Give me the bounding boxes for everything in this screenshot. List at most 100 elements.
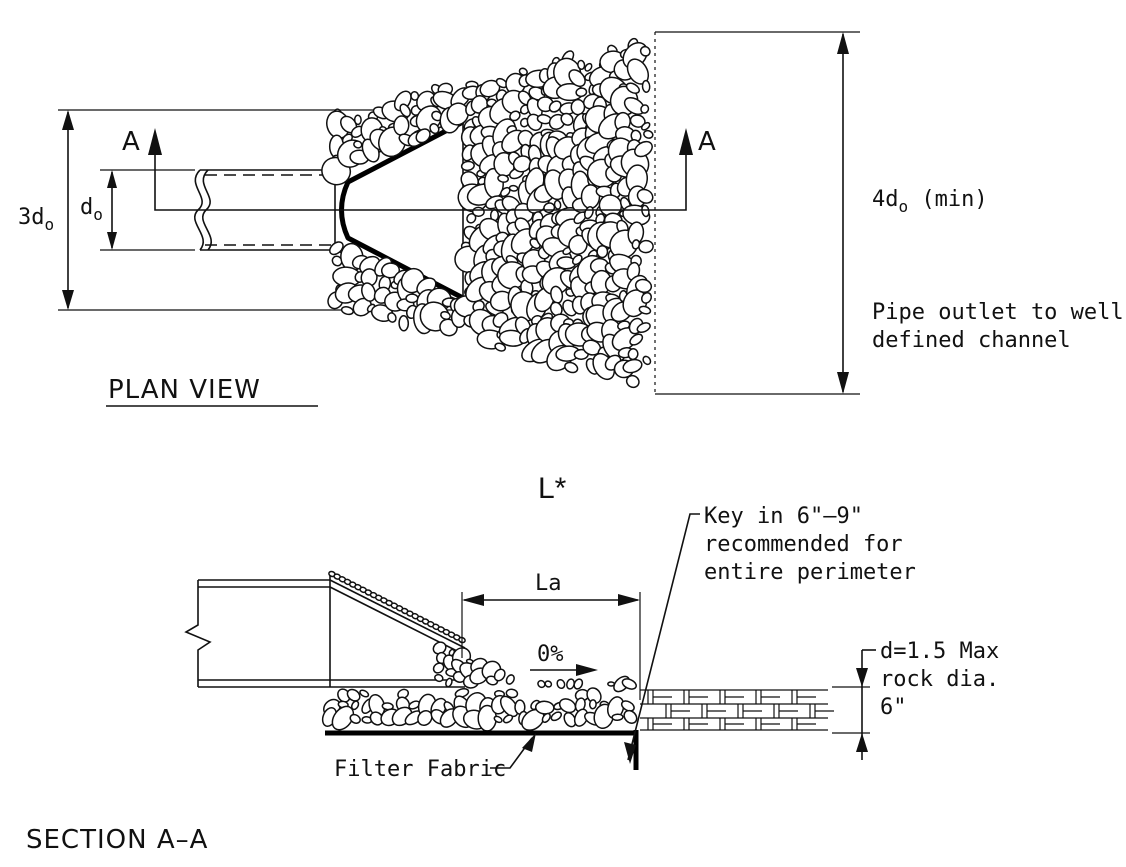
rock (634, 140, 653, 158)
rock (387, 312, 397, 323)
rock (570, 98, 586, 116)
rock (349, 713, 361, 724)
arrow-up (62, 110, 74, 130)
key-note-line-3: entire perimeter (704, 560, 916, 585)
rock (548, 100, 562, 113)
section-title: SECTION A–A (26, 825, 208, 855)
rock (399, 103, 411, 118)
rock (638, 305, 652, 315)
pipe-section (184, 575, 466, 688)
rock (499, 695, 519, 718)
section-marker-left: A (122, 127, 141, 157)
note-line-2: defined channel (872, 328, 1071, 353)
rock (434, 673, 444, 683)
section-cut-line: A A (122, 127, 717, 211)
rock (440, 310, 451, 321)
depth-note-line-3: 6" (880, 695, 907, 720)
rock (380, 262, 401, 279)
rock (497, 174, 510, 183)
rock (625, 374, 640, 389)
rock (537, 679, 546, 689)
rock (541, 712, 551, 723)
rock (641, 79, 651, 93)
filter-fabric-label: Filter Fabric (334, 757, 506, 782)
rock (432, 662, 445, 674)
flare-slope-top (329, 579, 466, 649)
section-marker-right: A (698, 127, 717, 157)
rock (361, 282, 376, 302)
key-note-line-2: recommended for (704, 532, 903, 557)
rock (636, 322, 651, 334)
rock (640, 121, 651, 131)
slope-indicator: 0% (530, 642, 598, 676)
arrow-left (462, 594, 484, 606)
rock (596, 244, 609, 259)
slope-label: 0% (537, 642, 564, 667)
rock (340, 306, 354, 316)
rock (568, 69, 586, 88)
plan-view-title: PLAN VIEW (108, 375, 261, 405)
rock (410, 90, 420, 101)
arrow-up (107, 170, 117, 188)
rock (405, 293, 419, 304)
filter-fabric-arrow (522, 733, 536, 752)
rock (584, 62, 593, 72)
rock (369, 711, 384, 726)
rock (622, 358, 643, 374)
rock (329, 241, 344, 256)
rock (350, 700, 360, 711)
rock (623, 709, 638, 724)
cut-arrow-left (148, 128, 162, 155)
channel-bed-hatch (640, 689, 834, 731)
rock (445, 677, 453, 688)
dim-la: La (461, 571, 641, 700)
riprap-section (321, 570, 638, 732)
riprap-apron-plan (321, 32, 656, 394)
rock (544, 680, 553, 688)
rock (643, 129, 654, 139)
rock (564, 361, 579, 374)
rock (640, 291, 653, 304)
rock (494, 342, 507, 352)
arrow-up-bottom (856, 733, 868, 752)
arrow-down (837, 372, 849, 394)
rock (509, 110, 521, 122)
depth-note-line-2: rock dia. (880, 667, 999, 692)
rock (417, 710, 433, 726)
rock (359, 689, 370, 698)
rock (415, 128, 431, 144)
rock (573, 678, 584, 690)
slope-arrow-head (576, 664, 598, 676)
rock (446, 102, 469, 126)
cut-line (154, 155, 687, 211)
rock (586, 687, 602, 704)
dim-4do-label: 4do (min) (872, 187, 988, 216)
rock (560, 112, 574, 126)
rock (534, 700, 555, 715)
section-view: La 0% Key in 6"–9" recommended for entir… (26, 504, 999, 855)
rock (508, 184, 519, 192)
rock (398, 315, 410, 332)
rock (621, 678, 637, 690)
rock (353, 140, 363, 149)
key-note-line-1: Key in 6"–9" (704, 504, 863, 529)
rock (639, 45, 651, 57)
note-line-1: Pipe outlet to well (872, 300, 1124, 325)
dim-do-label: do (80, 195, 103, 224)
dim-la-label: La (535, 571, 562, 596)
rock (577, 59, 586, 71)
length-label: L* (538, 472, 567, 505)
arrow-right (618, 594, 640, 606)
rock (518, 67, 528, 76)
rock (471, 206, 485, 217)
plan-view: 3do do (18, 31, 1124, 407)
dim-do: do (80, 169, 195, 251)
rock (629, 333, 644, 346)
key-leader-arrow (624, 742, 636, 764)
rock (558, 698, 577, 714)
dim-depth: d=1.5 Max rock dia. 6" (832, 639, 999, 760)
rock (625, 82, 640, 94)
rock (620, 700, 635, 712)
rock (505, 674, 515, 685)
